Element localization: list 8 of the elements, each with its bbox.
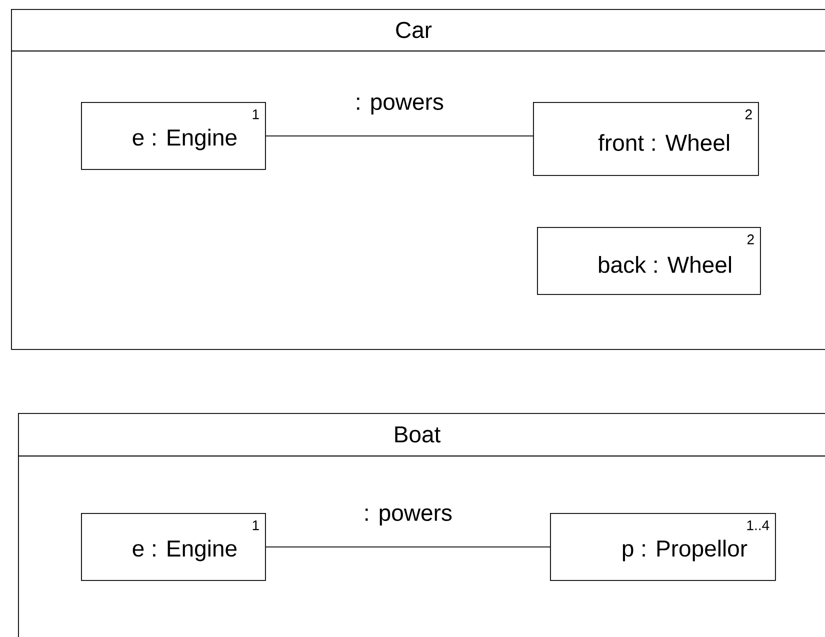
edge-label: : powers [354, 96, 445, 116]
connector [265, 546, 550, 548]
object-box: 1 e : Engine [81, 102, 266, 170]
object-box: 2 back : Wheel [537, 227, 761, 295]
object-box: 1..4 p : Propellor [550, 513, 776, 581]
edge-label: : powers [362, 507, 454, 527]
object-box: 1 e : Engine [81, 513, 266, 581]
object-box: 2 front : Wheel [533, 102, 759, 176]
